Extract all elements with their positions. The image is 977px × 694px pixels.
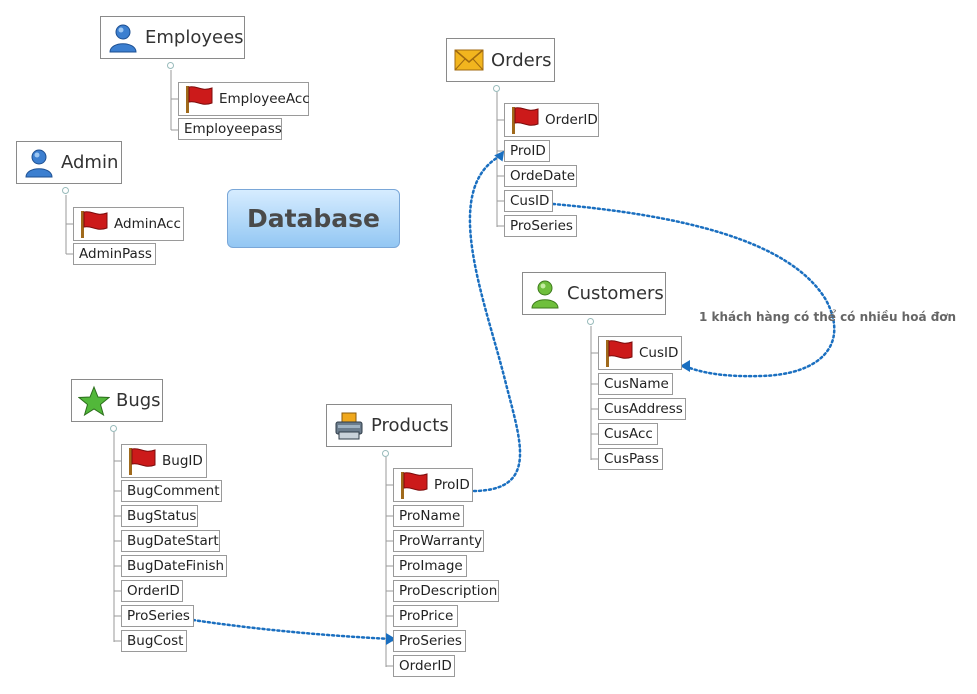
field[interactable]: ProWarranty xyxy=(393,530,484,552)
entity-title: Bugs xyxy=(116,390,161,411)
field[interactable]: BugDateStart xyxy=(121,530,220,552)
person-blue-icon xyxy=(23,147,55,179)
field[interactable]: OrderID xyxy=(121,580,183,602)
collapse-toggle[interactable] xyxy=(62,187,69,194)
field-key[interactable]: CusID xyxy=(598,336,682,370)
collapse-toggle[interactable] xyxy=(110,425,117,432)
field[interactable]: BugDateFinish xyxy=(121,555,227,577)
entity-bugs[interactable]: Bugs xyxy=(71,379,163,422)
field-key[interactable]: AdminAcc xyxy=(73,207,184,241)
field[interactable]: OrderID xyxy=(393,655,455,677)
field[interactable]: BugCost xyxy=(121,630,187,652)
field[interactable]: ProName xyxy=(393,505,464,527)
field[interactable]: ProSeries xyxy=(393,630,466,652)
field[interactable]: BugStatus xyxy=(121,505,198,527)
collapse-toggle[interactable] xyxy=(587,318,594,325)
entity-customers[interactable]: Customers xyxy=(522,272,666,315)
entity-title: Customers xyxy=(567,283,664,304)
entity-title: Employees xyxy=(145,27,244,48)
field[interactable]: ProImage xyxy=(393,555,467,577)
field-key[interactable]: OrderID xyxy=(504,103,599,137)
entity-admin[interactable]: Admin xyxy=(16,141,122,184)
field[interactable]: AdminPass xyxy=(73,243,156,265)
field[interactable]: ProSeries xyxy=(504,215,577,237)
printer-icon xyxy=(333,410,365,442)
flag-icon xyxy=(78,209,110,239)
entity-title: Products xyxy=(371,415,449,436)
field[interactable]: CusID xyxy=(504,190,553,212)
field[interactable]: CusAcc xyxy=(598,423,658,445)
flag-icon xyxy=(126,446,158,476)
field[interactable]: ProSeries xyxy=(121,605,194,627)
field[interactable]: ProPrice xyxy=(393,605,458,627)
entity-title: Admin xyxy=(61,152,119,173)
collapse-toggle[interactable] xyxy=(493,85,500,92)
field[interactable]: ProID xyxy=(504,140,550,162)
relation-link-orders-customers xyxy=(551,202,836,378)
person-blue-icon xyxy=(107,22,139,54)
collapse-toggle[interactable] xyxy=(382,450,389,457)
field[interactable]: CusPass xyxy=(598,448,663,470)
flag-icon xyxy=(509,105,541,135)
entity-employees[interactable]: Employees xyxy=(100,16,245,59)
entity-orders[interactable]: Orders xyxy=(446,38,555,82)
person-green-icon xyxy=(529,278,561,310)
field-key[interactable]: BugID xyxy=(121,444,207,478)
relation-link-products-orders xyxy=(468,154,522,493)
entity-products[interactable]: Products xyxy=(326,404,452,447)
field[interactable]: ProDescription xyxy=(393,580,499,602)
field[interactable]: BugComment xyxy=(121,480,222,502)
flag-icon xyxy=(398,470,430,500)
flag-icon xyxy=(603,338,635,368)
field[interactable]: CusAddress xyxy=(598,398,686,420)
field-key[interactable]: EmployeeAcc xyxy=(178,82,310,116)
field[interactable]: CusName xyxy=(598,373,673,395)
star-icon xyxy=(78,385,110,417)
field[interactable]: Employeepass xyxy=(178,118,282,140)
field-key[interactable]: ProID xyxy=(393,468,473,502)
envelope-icon xyxy=(453,44,485,76)
field[interactable]: OrdeDate xyxy=(504,165,577,187)
entity-title: Orders xyxy=(491,49,552,71)
center-topic[interactable]: Database xyxy=(227,189,400,248)
relation-link-bugs-products xyxy=(191,618,394,641)
relation-annotation: 1 khách hàng có thể có nhiều hoá đơn xyxy=(699,310,957,324)
flag-icon xyxy=(183,84,215,114)
collapse-toggle[interactable] xyxy=(167,62,174,69)
